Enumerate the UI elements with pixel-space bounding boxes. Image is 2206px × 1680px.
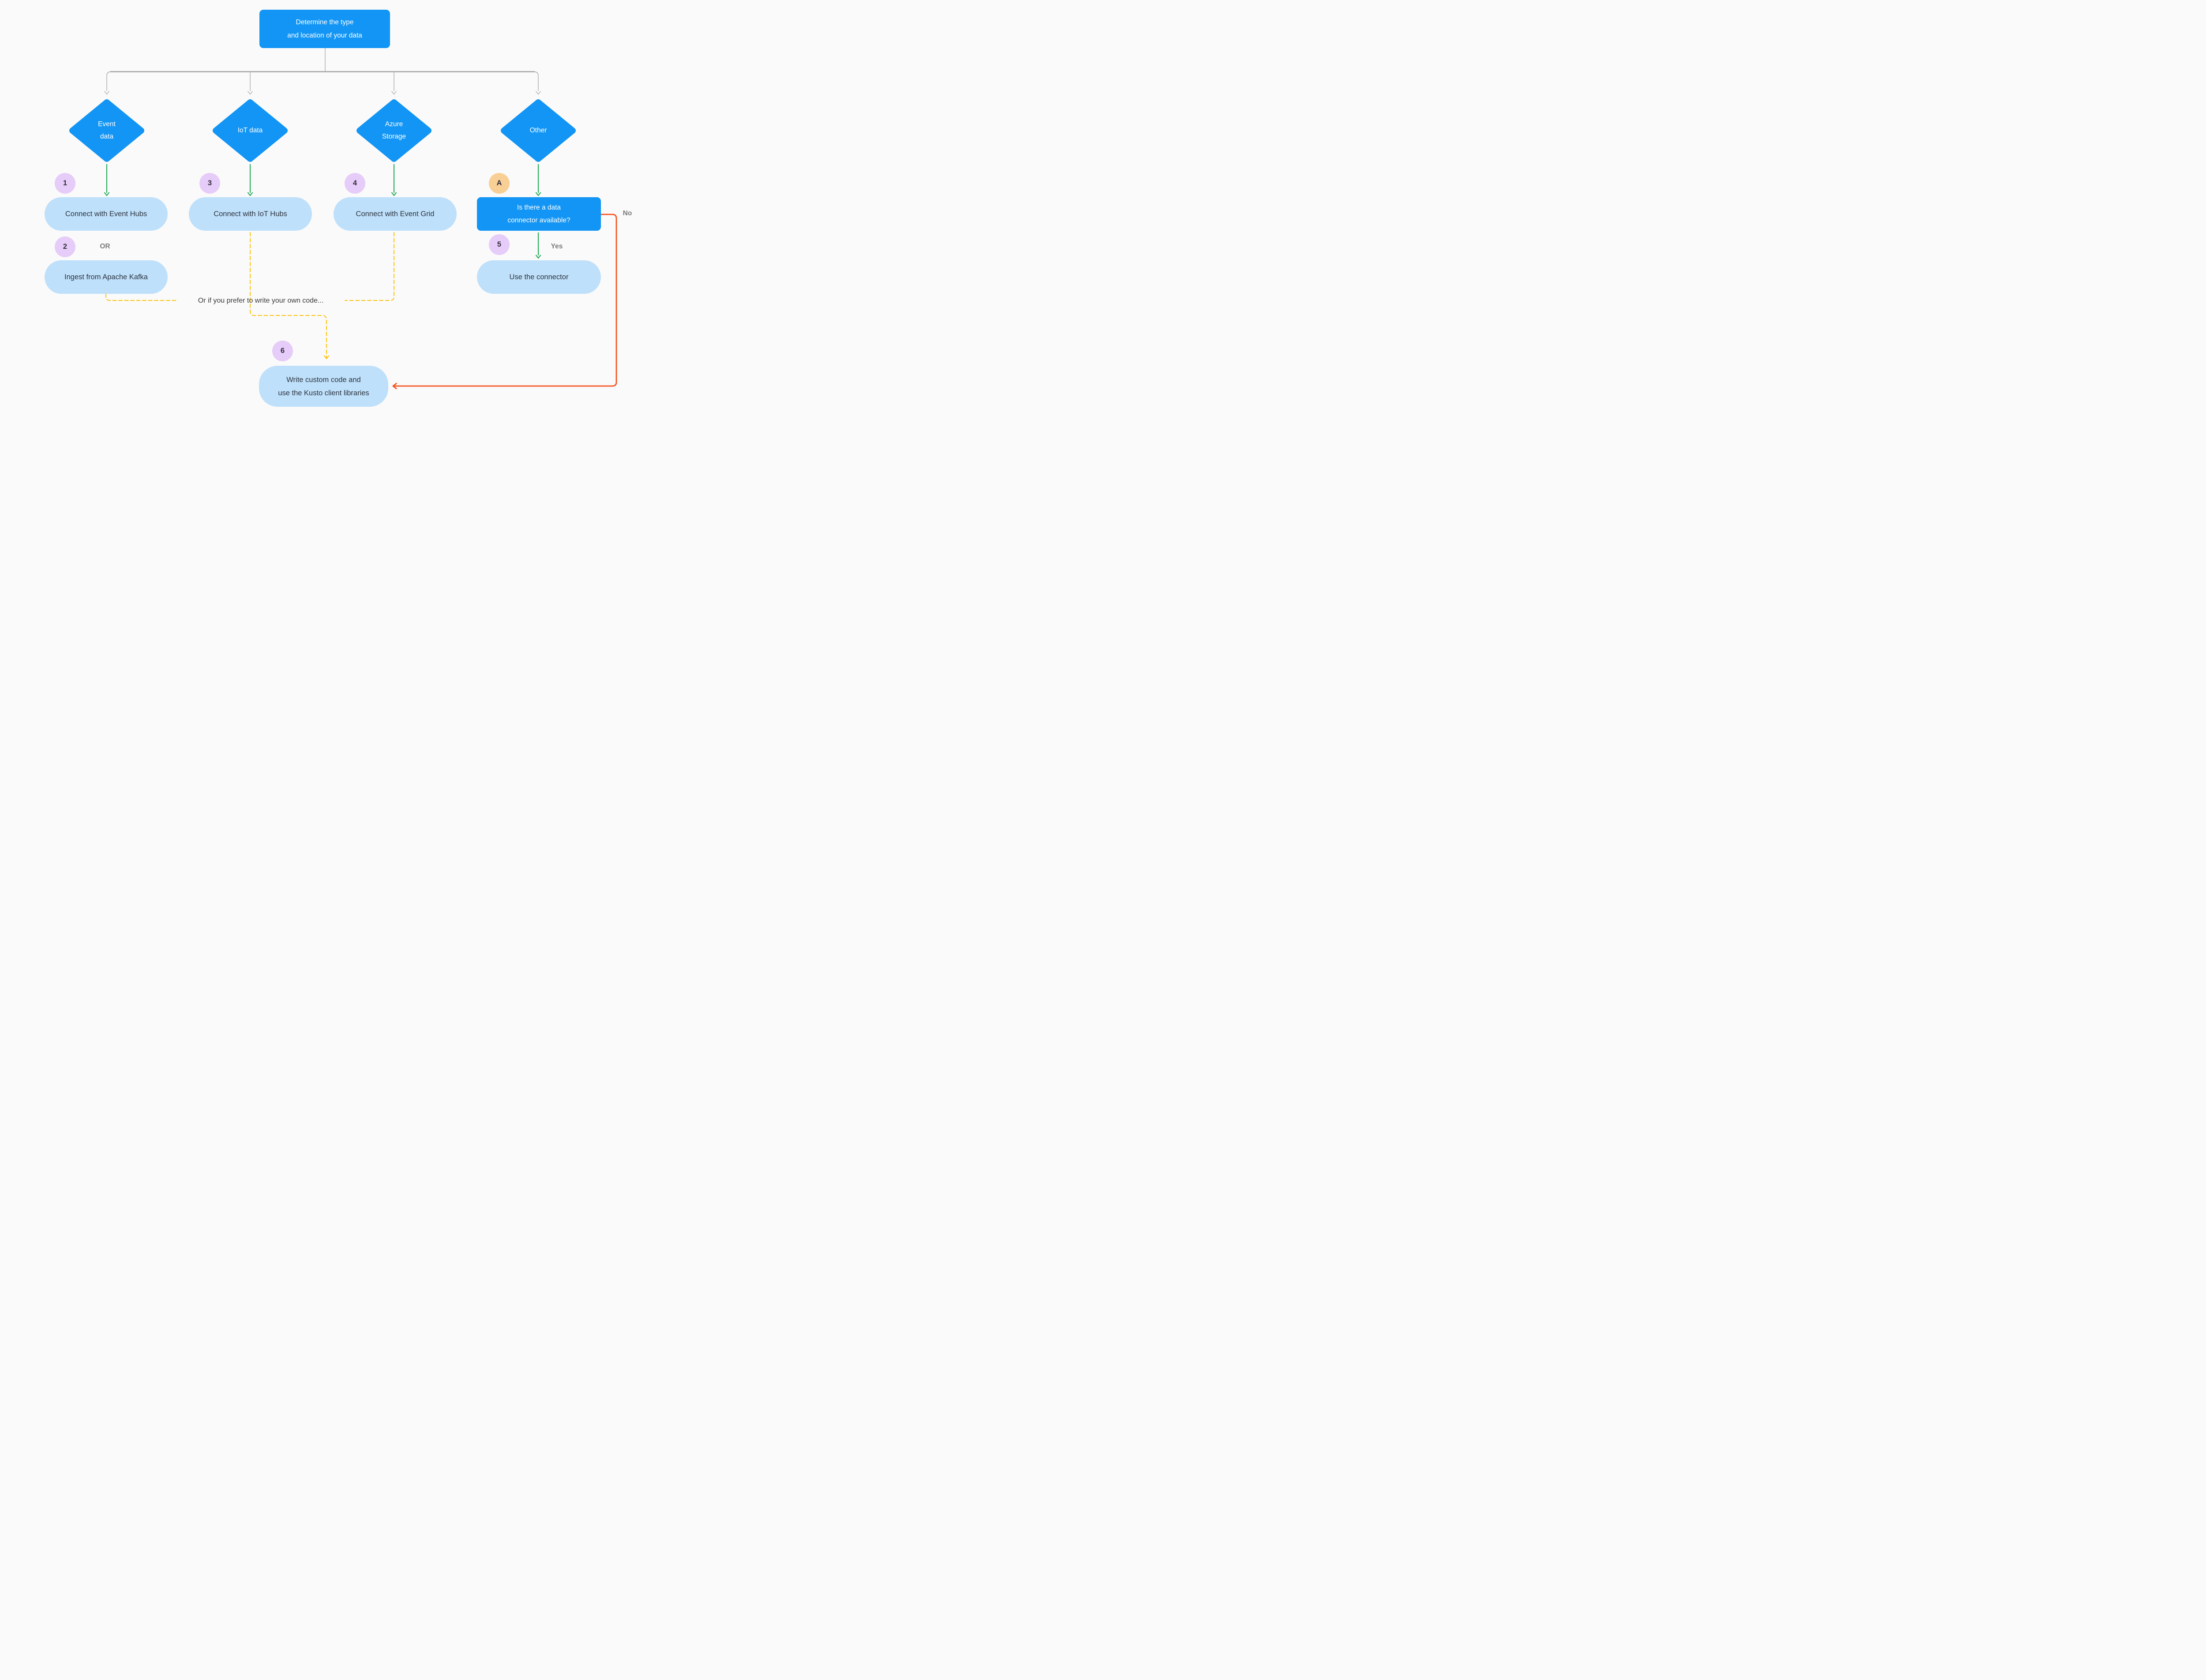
connect-event-hubs-label: Connect with Event Hubs xyxy=(65,210,147,218)
green-arrowhead-yes xyxy=(535,255,541,259)
step-badge-1: 1 xyxy=(55,173,75,194)
decision-iot-data: IoT data xyxy=(212,99,288,162)
step-badge-3: 3 xyxy=(199,173,220,194)
node-use-the-connector: Use the connector xyxy=(477,260,601,294)
dashed-iot-path xyxy=(250,232,327,359)
diamond-shape xyxy=(356,99,431,162)
diamond-azure-line2: Storage xyxy=(382,133,406,140)
red-line xyxy=(394,214,617,387)
root-label-line2: and location of your data xyxy=(287,31,362,39)
ingest-apache-kafka-label: Ingest from Apache Kafka xyxy=(64,273,148,281)
question-line2: connector available? xyxy=(507,217,570,224)
diamond-other-line1: Other xyxy=(529,127,547,134)
use-the-connector-label: Use the connector xyxy=(509,273,569,281)
dashed-eventgrid-path xyxy=(345,232,394,301)
connect-iot-hubs-label: Connect with IoT Hubs xyxy=(214,210,287,218)
or-label: OR xyxy=(100,243,110,250)
step-badge-2: 2 xyxy=(55,236,75,257)
step-badge-6-label: 6 xyxy=(280,347,285,355)
yellow-dashed-paths xyxy=(105,232,394,359)
no-label: No xyxy=(623,210,632,217)
diamond-azure-line1: Azure xyxy=(385,120,403,128)
node-connect-event-grid: Connect with Event Grid xyxy=(334,197,457,231)
step-badge-5: 5 xyxy=(489,234,510,255)
connect-event-grid-label: Connect with Event Grid xyxy=(356,210,435,218)
custom-code-note: Or if you prefer to write your own code.… xyxy=(198,297,324,304)
step-badge-A-label: A xyxy=(496,179,502,187)
flowchart-canvas: Determine the type and location of your … xyxy=(0,0,671,420)
step-badge-1-label: 1 xyxy=(63,179,68,187)
decision-azure-storage: Azure Storage xyxy=(356,99,432,162)
green-arrowhead-iot xyxy=(247,192,253,196)
gray-arrowhead-azure xyxy=(391,91,397,95)
diamond-shape xyxy=(69,99,144,162)
dashed-kafka-path xyxy=(105,293,177,301)
red-arrowhead xyxy=(392,382,397,390)
node-connect-event-hubs: Connect with Event Hubs xyxy=(45,197,168,231)
step-badge-4-label: 4 xyxy=(353,179,357,187)
branch-other-line xyxy=(533,71,539,91)
node-data-connector-question: Is there a data connector available? xyxy=(477,197,601,231)
step-badge-3-label: 3 xyxy=(207,179,212,187)
node-root: Determine the type and location of your … xyxy=(259,10,390,48)
gray-arrowhead-other xyxy=(535,91,541,95)
yes-label: Yes xyxy=(551,243,563,250)
step-badge-A: A xyxy=(489,173,510,194)
connector-layer xyxy=(104,48,617,390)
step-badge-2-label: 2 xyxy=(63,243,68,251)
diamond-event-line2: data xyxy=(100,133,114,140)
decision-other: Other xyxy=(500,99,576,162)
node-connect-iot-hubs: Connect with IoT Hubs xyxy=(189,197,312,231)
red-no-path xyxy=(392,214,617,390)
yellow-arrowhead-customcode xyxy=(323,355,330,360)
branch-event-line xyxy=(106,71,112,91)
gray-arrowhead-event xyxy=(104,91,110,95)
step-badge-4: 4 xyxy=(345,173,365,194)
gray-arrowhead-iot xyxy=(247,91,253,95)
custom-code-line1: Write custom code and xyxy=(286,375,361,384)
green-arrowhead-other xyxy=(535,192,541,196)
question-line1: Is there a data xyxy=(517,204,561,211)
custom-code-line2: use the Kusto client libraries xyxy=(278,389,369,397)
green-arrowhead-azure xyxy=(391,192,397,196)
decision-event-data: Event data xyxy=(69,99,145,162)
diamond-shape xyxy=(501,99,576,162)
diamond-iot-line1: IoT data xyxy=(237,127,263,134)
green-arrows xyxy=(104,164,541,259)
root-label-line1: Determine the type xyxy=(296,18,354,26)
green-arrowhead-event xyxy=(104,192,110,196)
diamond-event-line1: Event xyxy=(98,120,116,128)
node-ingest-apache-kafka: Ingest from Apache Kafka xyxy=(45,260,168,294)
step-badge-5-label: 5 xyxy=(497,240,502,248)
diamond-shape xyxy=(213,99,288,162)
node-write-custom-code: Write custom code and use the Kusto clie… xyxy=(259,366,388,407)
step-badge-6: 6 xyxy=(272,341,293,361)
